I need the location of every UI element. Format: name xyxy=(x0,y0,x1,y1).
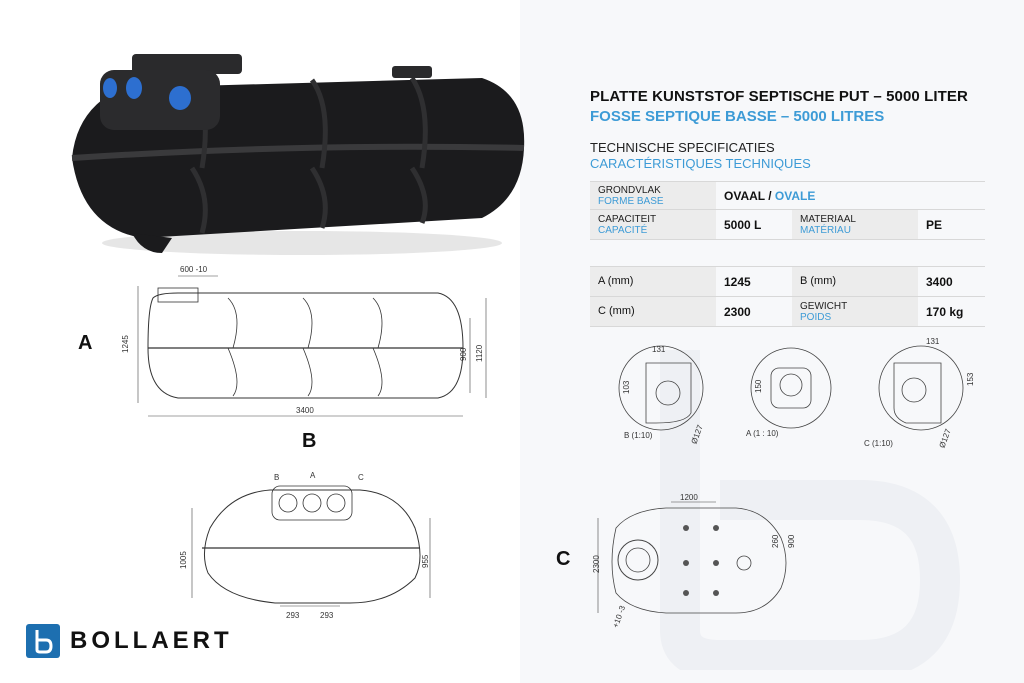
title-french: FOSSE SEPTIQUE BASSE – 5000 LITRES xyxy=(590,108,885,125)
label-top-a: A xyxy=(310,471,316,480)
cell-gewicht-value: 170 kg xyxy=(918,296,985,327)
dim-1005: 1005 xyxy=(180,551,188,569)
brand-name: BOLLAERT xyxy=(70,627,233,654)
inlet-detail-drawings: 131 103 Ø127 B (1:10) 150 A (1 : 10) 131… xyxy=(618,338,975,449)
watermark-logo xyxy=(660,350,961,670)
dim-293a: 293 xyxy=(286,611,300,620)
label-top-c: C xyxy=(358,473,364,482)
dim-3400: 3400 xyxy=(296,406,314,415)
specs-heading-french: CARACTÉRISTIQUES TECHNIQUES xyxy=(590,156,811,171)
dim-153: 153 xyxy=(966,372,975,386)
dim-900: 900 xyxy=(459,347,468,361)
cell-b-label: B (mm) xyxy=(792,266,918,297)
view-c-letter: C xyxy=(556,548,571,570)
dim-1200: 1200 xyxy=(680,493,698,502)
label-top-b: B xyxy=(274,473,279,482)
cell-c-label: C (mm) xyxy=(590,296,716,327)
dim-127b: Ø127 xyxy=(938,427,953,449)
cell-a-value: 1245 xyxy=(716,266,792,297)
cell-a-label: A (mm) xyxy=(590,266,716,297)
dim-131b: 131 xyxy=(926,338,940,346)
dim-260: 260 xyxy=(771,534,780,548)
side-view-drawing: 600 -10 1245 900 1120 3400 xyxy=(121,265,487,417)
spec-table-dimensions: A (mm) 1245 B (mm) 3400 C (mm) 2300 GEWI… xyxy=(590,266,985,327)
tank-photo xyxy=(71,54,525,255)
bollaert-logo-icon xyxy=(26,624,60,658)
dim-600: 600 -10 xyxy=(180,265,208,274)
dim-103: 103 xyxy=(622,380,631,394)
view-b-letter: B xyxy=(302,430,317,452)
caption-a: A (1 : 10) xyxy=(746,429,779,438)
caption-b: B (1:10) xyxy=(624,431,653,440)
dim-2300: 2300 xyxy=(592,555,601,573)
dim-900b: 900 xyxy=(787,534,796,548)
dim-1245: 1245 xyxy=(121,335,130,353)
title-dutch: PLATTE KUNSTSTOF SEPTISCHE PUT – 5000 LI… xyxy=(590,88,968,105)
dim-tolerance: +10 -3 xyxy=(611,604,627,629)
dim-1120: 1120 xyxy=(475,344,484,362)
dim-955: 955 xyxy=(421,554,430,568)
cell-grondvlak-value: OVAAL / OVALE xyxy=(716,181,985,210)
cell-capaciteit-value: 5000 L xyxy=(716,209,792,240)
specs-heading-dutch: TECHNISCHE SPECIFICATIES xyxy=(590,140,775,155)
end-view-drawing: B A C 1005 955 293 293 xyxy=(180,471,431,620)
dim-127a: Ø127 xyxy=(690,423,705,445)
cell-b-value: 3400 xyxy=(918,266,985,297)
dim-131a: 131 xyxy=(652,345,666,354)
top-view-drawing: 1200 2300 260 900 +10 -3 xyxy=(592,493,796,629)
cell-materiaal-value: PE xyxy=(918,209,985,240)
cell-c-value: 2300 xyxy=(716,296,792,327)
dim-293b: 293 xyxy=(320,611,334,620)
dim-150: 150 xyxy=(754,379,763,393)
view-a-letter: A xyxy=(78,332,93,354)
caption-c: C (1:10) xyxy=(864,439,893,448)
